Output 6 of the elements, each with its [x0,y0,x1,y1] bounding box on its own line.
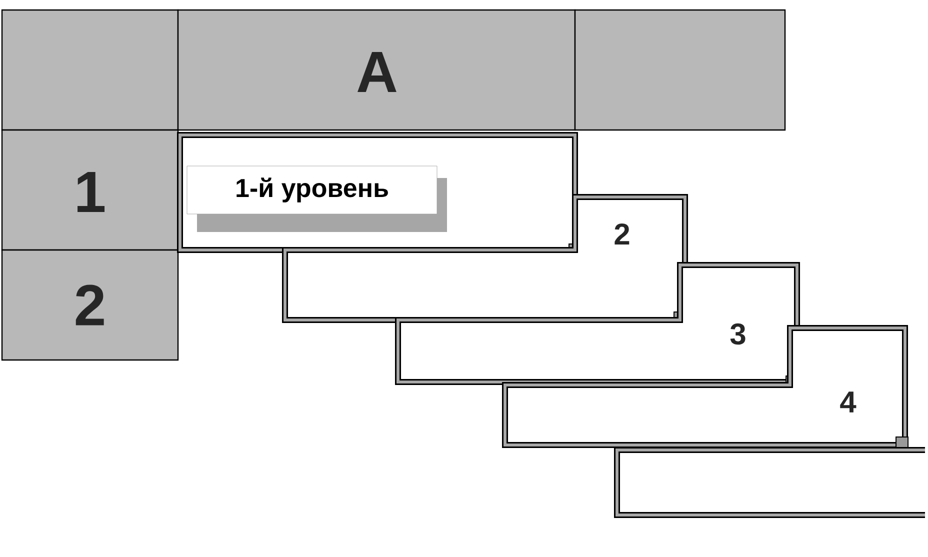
header-label: 1 [78,172,105,212]
header-label: A [358,52,396,92]
level-box: 3 [395,262,800,388]
level-box [614,447,925,518]
header-label: 2 [76,284,104,326]
level-box: 1-й уровень [177,132,582,256]
